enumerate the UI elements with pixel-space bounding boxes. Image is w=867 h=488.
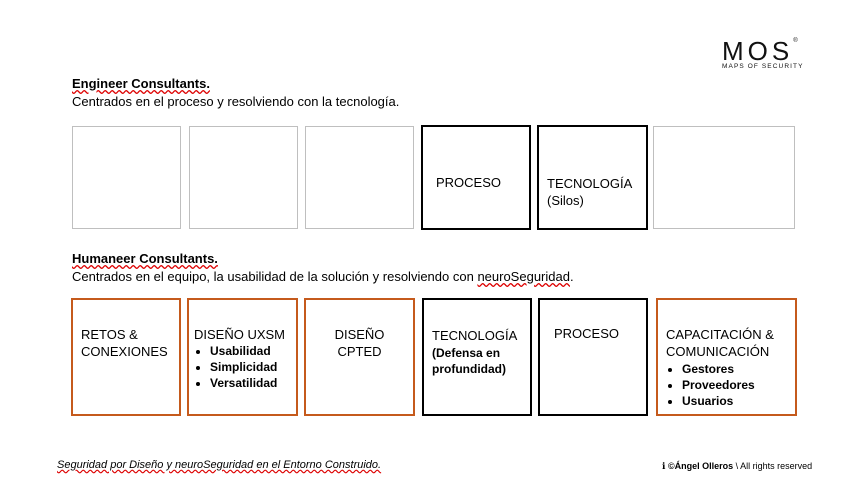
list-item: Simplicidad xyxy=(210,360,277,374)
engineer-box-empty-1 xyxy=(72,126,181,229)
engineer-tecnologia-label: TECNOLOGÍA xyxy=(547,176,633,191)
humaneer-subtitle-word: neuroSeguridad xyxy=(477,269,570,284)
humaneer-box-proceso: PROCESO xyxy=(538,298,648,416)
capacitacion-line2: COMUNICACIÓN xyxy=(666,344,770,359)
cpted-line1: DISEÑO xyxy=(334,327,385,342)
engineer-box-empty-2 xyxy=(189,126,298,229)
cpted-line2: CPTED xyxy=(337,344,382,359)
footer-author: ©Ángel Olleros xyxy=(667,461,734,471)
footer-rights: All rights reserved xyxy=(738,461,813,471)
engineer-title: Engineer Consultants. xyxy=(72,76,210,91)
retos-line2: CONEXIONES xyxy=(81,344,168,359)
footer-caption-text: Seguridad por Diseño y neuroSeguridad en… xyxy=(57,459,382,471)
humaneer-subtitle: Centrados en el equipo, la usabilidad de… xyxy=(72,269,574,284)
humaneer-tecnologia-sub1: (Defensa en xyxy=(432,346,501,360)
engineer-box-empty-6 xyxy=(653,126,795,229)
logo-subtitle: MAPS OF SECURITY xyxy=(722,63,804,70)
humaneer-title: Humaneer Consultants. xyxy=(72,251,218,266)
list-item: Versatilidad xyxy=(210,376,277,390)
humaneer-proceso-label: PROCESO xyxy=(554,326,620,341)
humaneer-box-retos: RETOS & CONEXIONES xyxy=(71,298,181,416)
uxsm-list: Usabilidad Simplicidad Versatilidad xyxy=(194,342,277,392)
capacitacion-list: Gestores Proveedores Usuarios xyxy=(666,360,755,410)
list-item: Usuarios xyxy=(682,394,755,408)
engineer-box-proceso: PROCESO xyxy=(421,125,531,230)
footer-caption: Seguridad por Diseño y neuroSeguridad en… xyxy=(57,459,381,471)
logo-mark-text: MOS xyxy=(722,36,794,66)
humaneer-box-capacitacion: CAPACITACIÓN & COMUNICACIÓN Gestores Pro… xyxy=(656,298,797,416)
humaneer-box-tecnologia: TECNOLOGÍA (Defensa en profundidad) xyxy=(422,298,532,416)
engineer-proceso-label: PROCESO xyxy=(436,175,502,190)
footer-copyright: ℹ︎ ©Ángel Olleros \ All rights reserved xyxy=(662,461,812,472)
list-item: Proveedores xyxy=(682,378,755,392)
engineer-box-empty-3 xyxy=(305,126,414,229)
humaneer-tecnologia-label: TECNOLOGÍA xyxy=(432,328,518,343)
engineer-tecnologia-sub: (Silos) xyxy=(547,193,584,208)
engineer-box-tecnologia: TECNOLOGÍA (Silos) xyxy=(537,125,648,230)
list-item: Gestores xyxy=(682,362,755,376)
mos-logo: MOS® xyxy=(722,38,798,64)
engineer-subtitle: Centrados en el proceso y resolviendo co… xyxy=(72,94,400,109)
creator-icon: ℹ︎ xyxy=(662,461,666,471)
uxsm-label: DISEÑO UXSM xyxy=(194,327,286,342)
humaneer-subtitle-post: . xyxy=(569,269,574,284)
humaneer-box-cpted: DISEÑO CPTED xyxy=(304,298,415,416)
humaneer-tecnologia-sub2: profundidad) xyxy=(432,362,506,376)
retos-line1: RETOS & xyxy=(81,327,138,342)
list-item: Usabilidad xyxy=(210,344,277,358)
engineer-title-text: Engineer Consultants. xyxy=(72,76,210,91)
footer-separator: \ xyxy=(735,461,739,471)
humaneer-subtitle-pre: Centrados en el equipo, la usabilidad de… xyxy=(72,269,478,284)
humaneer-box-uxsm: DISEÑO UXSM Usabilidad Simplicidad Versa… xyxy=(187,298,298,416)
capacitacion-line1: CAPACITACIÓN & xyxy=(666,327,774,342)
humaneer-title-text: Humaneer Consultants. xyxy=(72,251,218,266)
logo-registered: ® xyxy=(793,38,798,44)
